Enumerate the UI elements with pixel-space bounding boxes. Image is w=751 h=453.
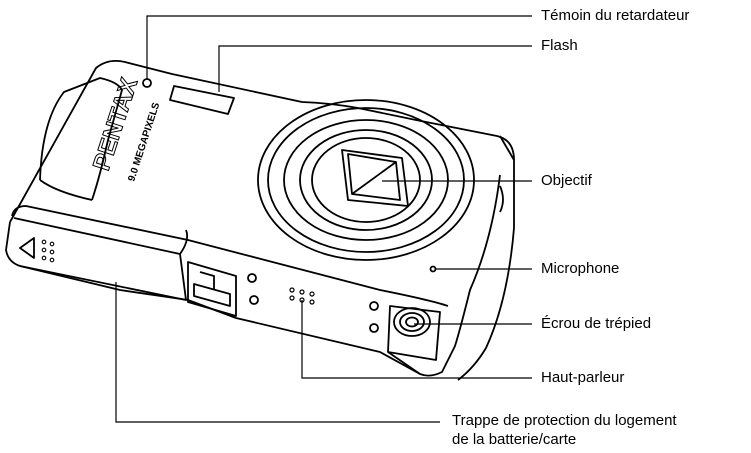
leader-speaker [301, 300, 532, 379]
speaker-holes [289, 287, 315, 305]
label-microphone: Microphone [541, 260, 620, 277]
label-self-timer: Témoin du retardateur [541, 7, 690, 24]
label-battery-line1: Trappe de protection du logement [452, 412, 677, 429]
leader-battery [115, 282, 440, 423]
leader-flash [218, 45, 532, 92]
label-lens: Objectif [541, 172, 592, 189]
label-tripod: Écrou de trépied [541, 315, 652, 332]
battery-door-dots [41, 239, 55, 263]
leader-lines [115, 15, 532, 423]
leader-self-timer [146, 15, 532, 79]
label-battery-line2: de la batterie/carte [452, 431, 577, 448]
camera-body [5, 59, 515, 381]
label-flash: Flash [541, 37, 578, 54]
label-speaker: Haut-parleur [541, 369, 625, 386]
